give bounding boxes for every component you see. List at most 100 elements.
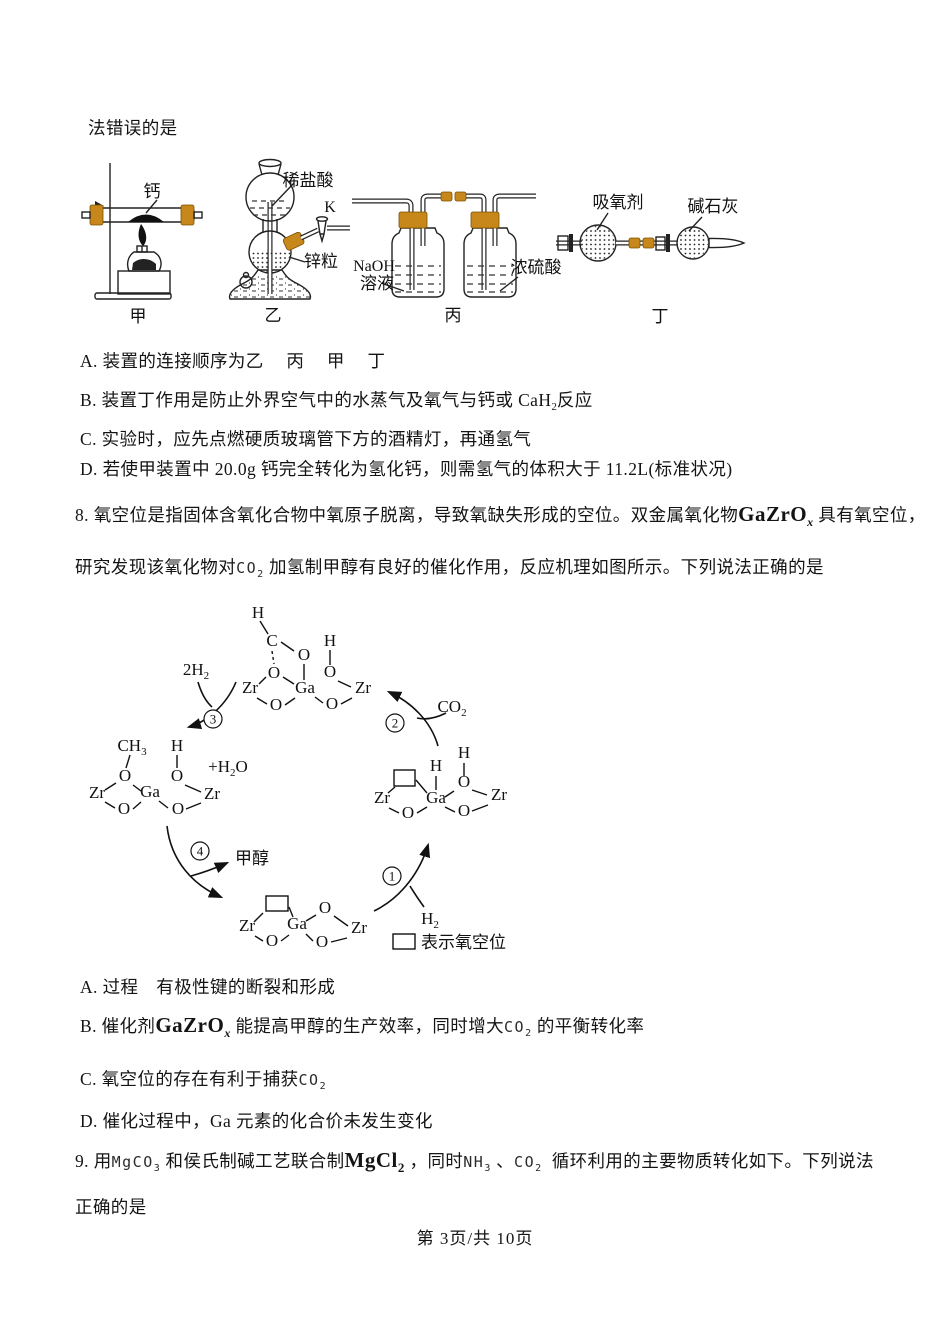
text-segment: 9. 用 xyxy=(75,1151,112,1171)
text-segment: 和侯氏制碱工艺联合制 xyxy=(160,1151,345,1171)
diagram-label: Zr xyxy=(355,678,371,697)
diagram-label: O xyxy=(118,799,130,818)
bond-line xyxy=(184,784,202,793)
bond-line xyxy=(337,680,352,688)
step-circle xyxy=(385,713,405,733)
q7-option-d: D. 若使甲装置中 20.0g 钙完全转化为氢化钙，则需氢气的体积大于 11.2… xyxy=(80,458,733,480)
mechanism-arrows xyxy=(166,681,447,912)
diagram-label: O xyxy=(458,772,470,791)
text-segment: A. 装置的连接顺序为乙 丙 甲 丁 xyxy=(80,351,386,371)
oxygen-vacancy-squares xyxy=(265,769,416,950)
text-segment: 2 xyxy=(397,1160,405,1175)
diagram-label: O xyxy=(298,645,310,664)
diagram-label: Ga xyxy=(287,914,307,933)
bond-line xyxy=(387,786,396,794)
q8-stem-line2: 研究发现该氧化物对CO2 加氢制甲醇有良好的催化作用，反应机理如图所示。下列说法… xyxy=(75,556,824,586)
diagram-label: H2 xyxy=(421,909,439,931)
bond-line xyxy=(104,782,117,791)
diagram-label: 丁 xyxy=(652,307,669,326)
text-segment: CO xyxy=(504,1018,526,1036)
diagram-label: 甲醇 xyxy=(235,849,269,868)
text-segment: GaZrO xyxy=(155,1013,225,1037)
step-number: 4 xyxy=(197,844,204,859)
text-segment: 加氢制甲醇有良好的催化作用，反应机理如图所示。下列说法正确的是 xyxy=(264,557,824,577)
diagram-label: O xyxy=(324,662,336,681)
step-circle xyxy=(203,709,223,729)
bond-line xyxy=(253,912,264,923)
text-segment: A. 过程 有极性键的断裂和形成 xyxy=(80,977,336,997)
q7-option-a: A. 装置的连接顺序为乙 丙 甲 丁 xyxy=(80,350,385,372)
diagram-label: O xyxy=(266,931,278,950)
diagram-label: Zr xyxy=(351,918,367,937)
text-segment: C. 实验时，应先点燃硬质玻璃管下方的酒精灯，再通氢气 xyxy=(80,429,532,449)
bond-line xyxy=(280,641,295,652)
diagram-label: O xyxy=(458,801,470,820)
bond-line xyxy=(305,914,317,922)
text-segment: CO xyxy=(236,559,258,577)
diagram-label: 稀盐酸 xyxy=(283,171,334,190)
diagram-label: CH3 xyxy=(117,736,147,758)
bond-line xyxy=(125,754,131,769)
diagram-label: O xyxy=(270,695,282,714)
bond-line xyxy=(104,801,116,809)
q9-stem-line2: 正确的是 xyxy=(75,1196,147,1218)
arrow-path xyxy=(416,712,447,720)
diagram-label: O xyxy=(319,898,331,917)
bond-line xyxy=(444,790,455,798)
arrow-path xyxy=(197,681,213,708)
text-segment: 2 xyxy=(551,401,557,413)
diagram-label: Zr xyxy=(204,784,220,803)
step-circle xyxy=(190,841,210,861)
text-segment: GaZrO xyxy=(738,502,808,526)
bond-line xyxy=(280,934,290,942)
q8-stem-line1: 8. 氧空位是指固体含氧化合物中氧原子脱离，导致氧缺失形成的空位。双金属氧化物G… xyxy=(75,503,926,533)
bond-line xyxy=(282,676,295,685)
bond-line xyxy=(333,915,349,927)
text-segment: x xyxy=(224,1026,231,1040)
diagram-label: O xyxy=(316,932,328,951)
diagram-label: H xyxy=(324,631,336,650)
bond-line xyxy=(471,804,489,812)
text-segment: B. 催化剂 xyxy=(80,1016,156,1036)
bond-line xyxy=(254,935,264,942)
diagram-label: K xyxy=(324,199,336,216)
bond-line xyxy=(256,697,268,705)
arrow-path xyxy=(386,691,439,747)
diagram-label: 2H2 xyxy=(183,660,209,682)
arrow-path xyxy=(190,862,230,877)
diagram-label: O xyxy=(171,766,183,785)
apparatus-ding-drawing xyxy=(556,212,746,262)
diagram-label: 浓硫酸 xyxy=(511,258,562,277)
diagram-label: Ga xyxy=(140,782,160,801)
diagram-label: 钙 xyxy=(144,182,161,201)
diagram-label: NaOH xyxy=(353,258,395,275)
q7-option-b: B. 装置丁作用是防止外界空气中的水蒸气及氧气与钙或 CaH2反应 xyxy=(80,389,593,418)
text-segment: 能提高甲醇的生产效率，同时增大 xyxy=(230,1016,505,1036)
bond-line xyxy=(271,650,275,665)
bond-line xyxy=(288,906,294,918)
diagram-label: 吸氧剂 xyxy=(593,193,644,212)
text-segment: 反应 xyxy=(556,390,593,410)
stem-tail-text: 法错误的是 xyxy=(88,118,178,138)
bond-line xyxy=(330,937,348,943)
diagram-label: O xyxy=(402,803,414,822)
text-segment: MgCO xyxy=(111,1153,154,1171)
step-number: 1 xyxy=(389,869,396,884)
text-segment: 2 xyxy=(257,569,265,580)
diagram-label: 丙 xyxy=(445,306,462,325)
q7-option-c: C. 实验时，应先点燃硬质玻璃管下方的酒精灯，再通氢气 xyxy=(80,428,531,450)
text-segment: 的平衡转化率 xyxy=(532,1016,645,1036)
diagram-label: Zr xyxy=(242,678,258,697)
diagram-label: 锌粒 xyxy=(304,252,338,271)
text-segment: 研究发现该氧化物对 xyxy=(75,557,237,577)
bond-line xyxy=(305,933,314,942)
apparatus-labels: 钙甲稀盐酸K锌粒乙NaOH溶液浓硫酸丙吸氧剂碱石灰丁 xyxy=(130,171,739,326)
diagram-label: Zr xyxy=(491,785,507,804)
q9-stem-line1: 9. 用MgCO3 和侯氏制碱工艺联合制MgCl2 ，同时NH3 、CO2 循环… xyxy=(75,1149,874,1180)
bond-line xyxy=(340,697,353,705)
bond-line xyxy=(185,802,202,810)
diagram-label: O xyxy=(172,799,184,818)
